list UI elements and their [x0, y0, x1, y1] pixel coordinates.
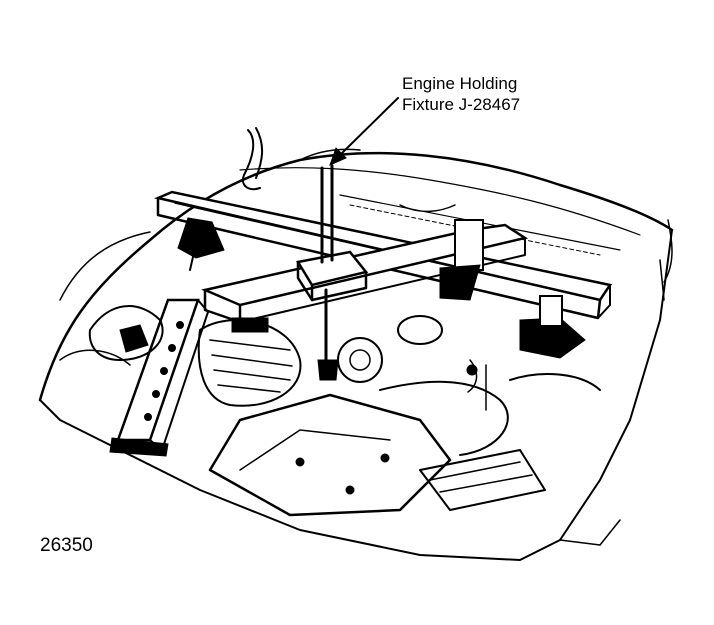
fixture-support-leg: [109, 298, 209, 457]
callout-label-line-1: Engine Holding: [402, 74, 518, 93]
engine-compartment-outline: [38, 148, 674, 561]
wiring-harness: [242, 127, 456, 213]
callout-leader-arrow: [329, 97, 399, 166]
figure-number: 26350: [40, 535, 93, 556]
fixture-lift-spindle: [295, 164, 369, 381]
engine-components: [59, 305, 601, 456]
callout-label-line-2: Fixture J-28467: [402, 95, 521, 114]
fixture-cross-arm: [200, 219, 529, 324]
fixture-crossbar: [153, 190, 613, 359]
front-cover-panel: [208, 393, 546, 517]
